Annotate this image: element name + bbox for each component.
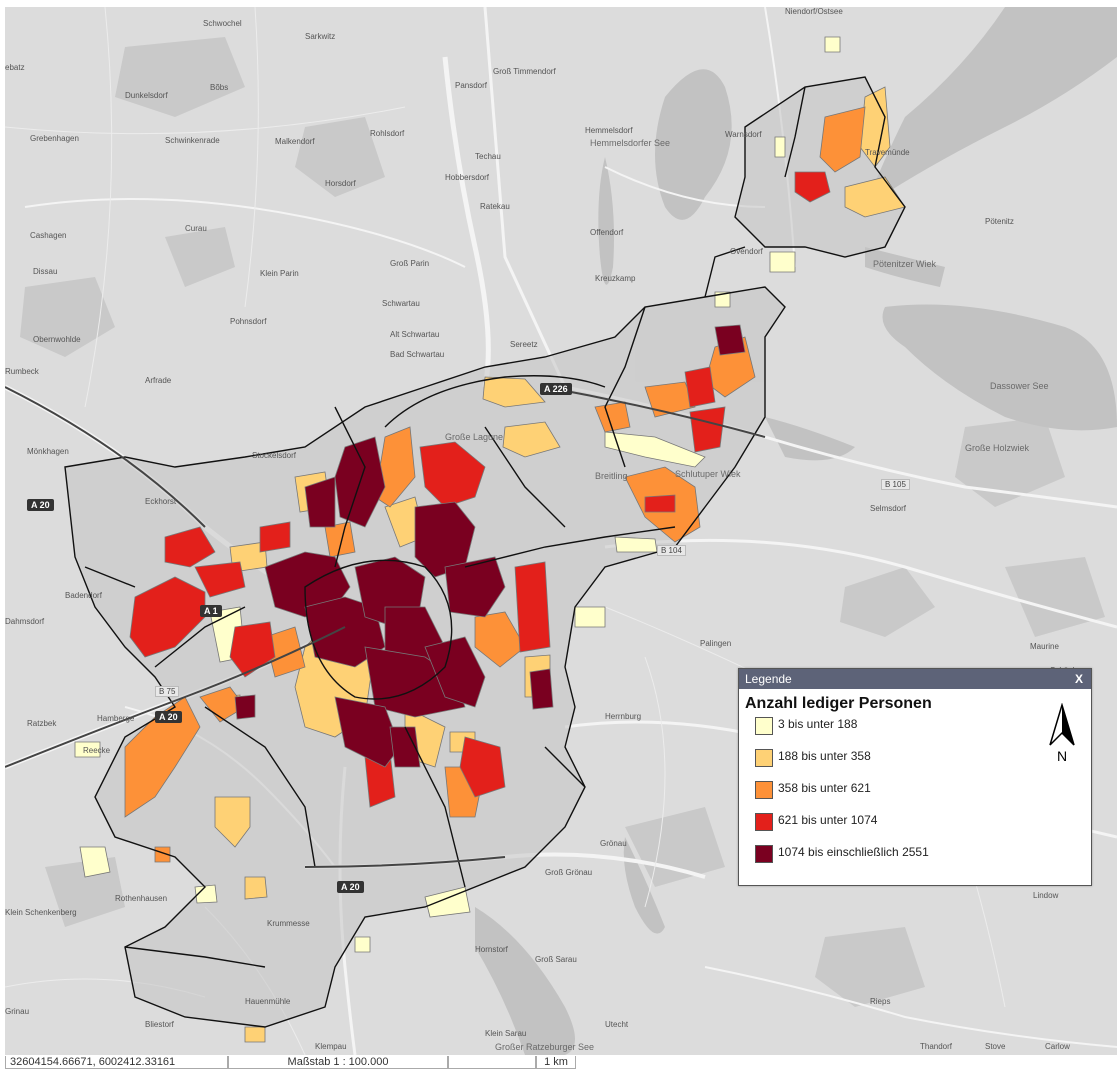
road-shield: A 226	[540, 383, 572, 395]
legend-list: 3 bis unter 188 188 bis unter 358 358 bi…	[755, 717, 1091, 877]
legend-item: 621 bis unter 1074	[755, 813, 1091, 845]
map-layer	[5, 7, 1117, 1055]
boundary-lines	[64, 76, 906, 1028]
road-shield: B 104	[657, 545, 686, 556]
legend-item: 3 bis unter 188	[755, 717, 1091, 749]
legend-swatch	[755, 717, 773, 735]
highway-lines	[5, 386, 766, 868]
choropleth-layer	[74, 36, 906, 1043]
legend-swatch	[755, 845, 773, 863]
road-shield: B 105	[881, 479, 910, 490]
north-label: N	[1057, 748, 1067, 763]
status-bar: 32604154.66671, 6002412.33161 Maßstab 1 …	[5, 1056, 605, 1070]
scale-readout: Maßstab 1 : 100.000	[228, 1056, 448, 1069]
road-shield: B 75	[155, 686, 180, 697]
legend-header: Legende X	[739, 669, 1091, 689]
legend-item-label: 1074 bis einschließlich 2551	[778, 845, 929, 859]
scalebar-spacer	[448, 1056, 536, 1069]
legend-item: 358 bis unter 621	[755, 781, 1091, 813]
legend-item-label: 3 bis unter 188	[778, 717, 858, 731]
legend-close-button[interactable]: X	[1074, 672, 1083, 686]
road-shield: A 1	[200, 605, 222, 617]
north-arrow-icon: N	[1049, 703, 1075, 763]
basemap-water	[475, 7, 1117, 1055]
scalebar-label: 1 km	[536, 1056, 576, 1069]
legend-item-label: 621 bis unter 1074	[778, 813, 878, 827]
basemap-forest	[20, 37, 1105, 1007]
legend-swatch	[755, 813, 773, 831]
road-shield: A 20	[27, 499, 54, 511]
road-shield: A 20	[337, 881, 364, 893]
coordinates-readout: 32604154.66671, 6002412.33161	[5, 1056, 228, 1069]
legend-swatch	[755, 781, 773, 799]
road-shield: A 20	[155, 711, 182, 723]
legend-item: 1074 bis einschließlich 2551	[755, 845, 1091, 877]
legend-item: 188 bis unter 358	[755, 749, 1091, 781]
legend-header-title: Legende	[745, 672, 792, 686]
legend-title: Anzahl lediger Personen	[745, 695, 932, 712]
legend-item-label: 188 bis unter 358	[778, 749, 871, 763]
legend-item-label: 358 bis unter 621	[778, 781, 871, 795]
legend-panel: Legende X Anzahl lediger Personen 3 bis …	[738, 668, 1092, 886]
legend-swatch	[755, 749, 773, 767]
